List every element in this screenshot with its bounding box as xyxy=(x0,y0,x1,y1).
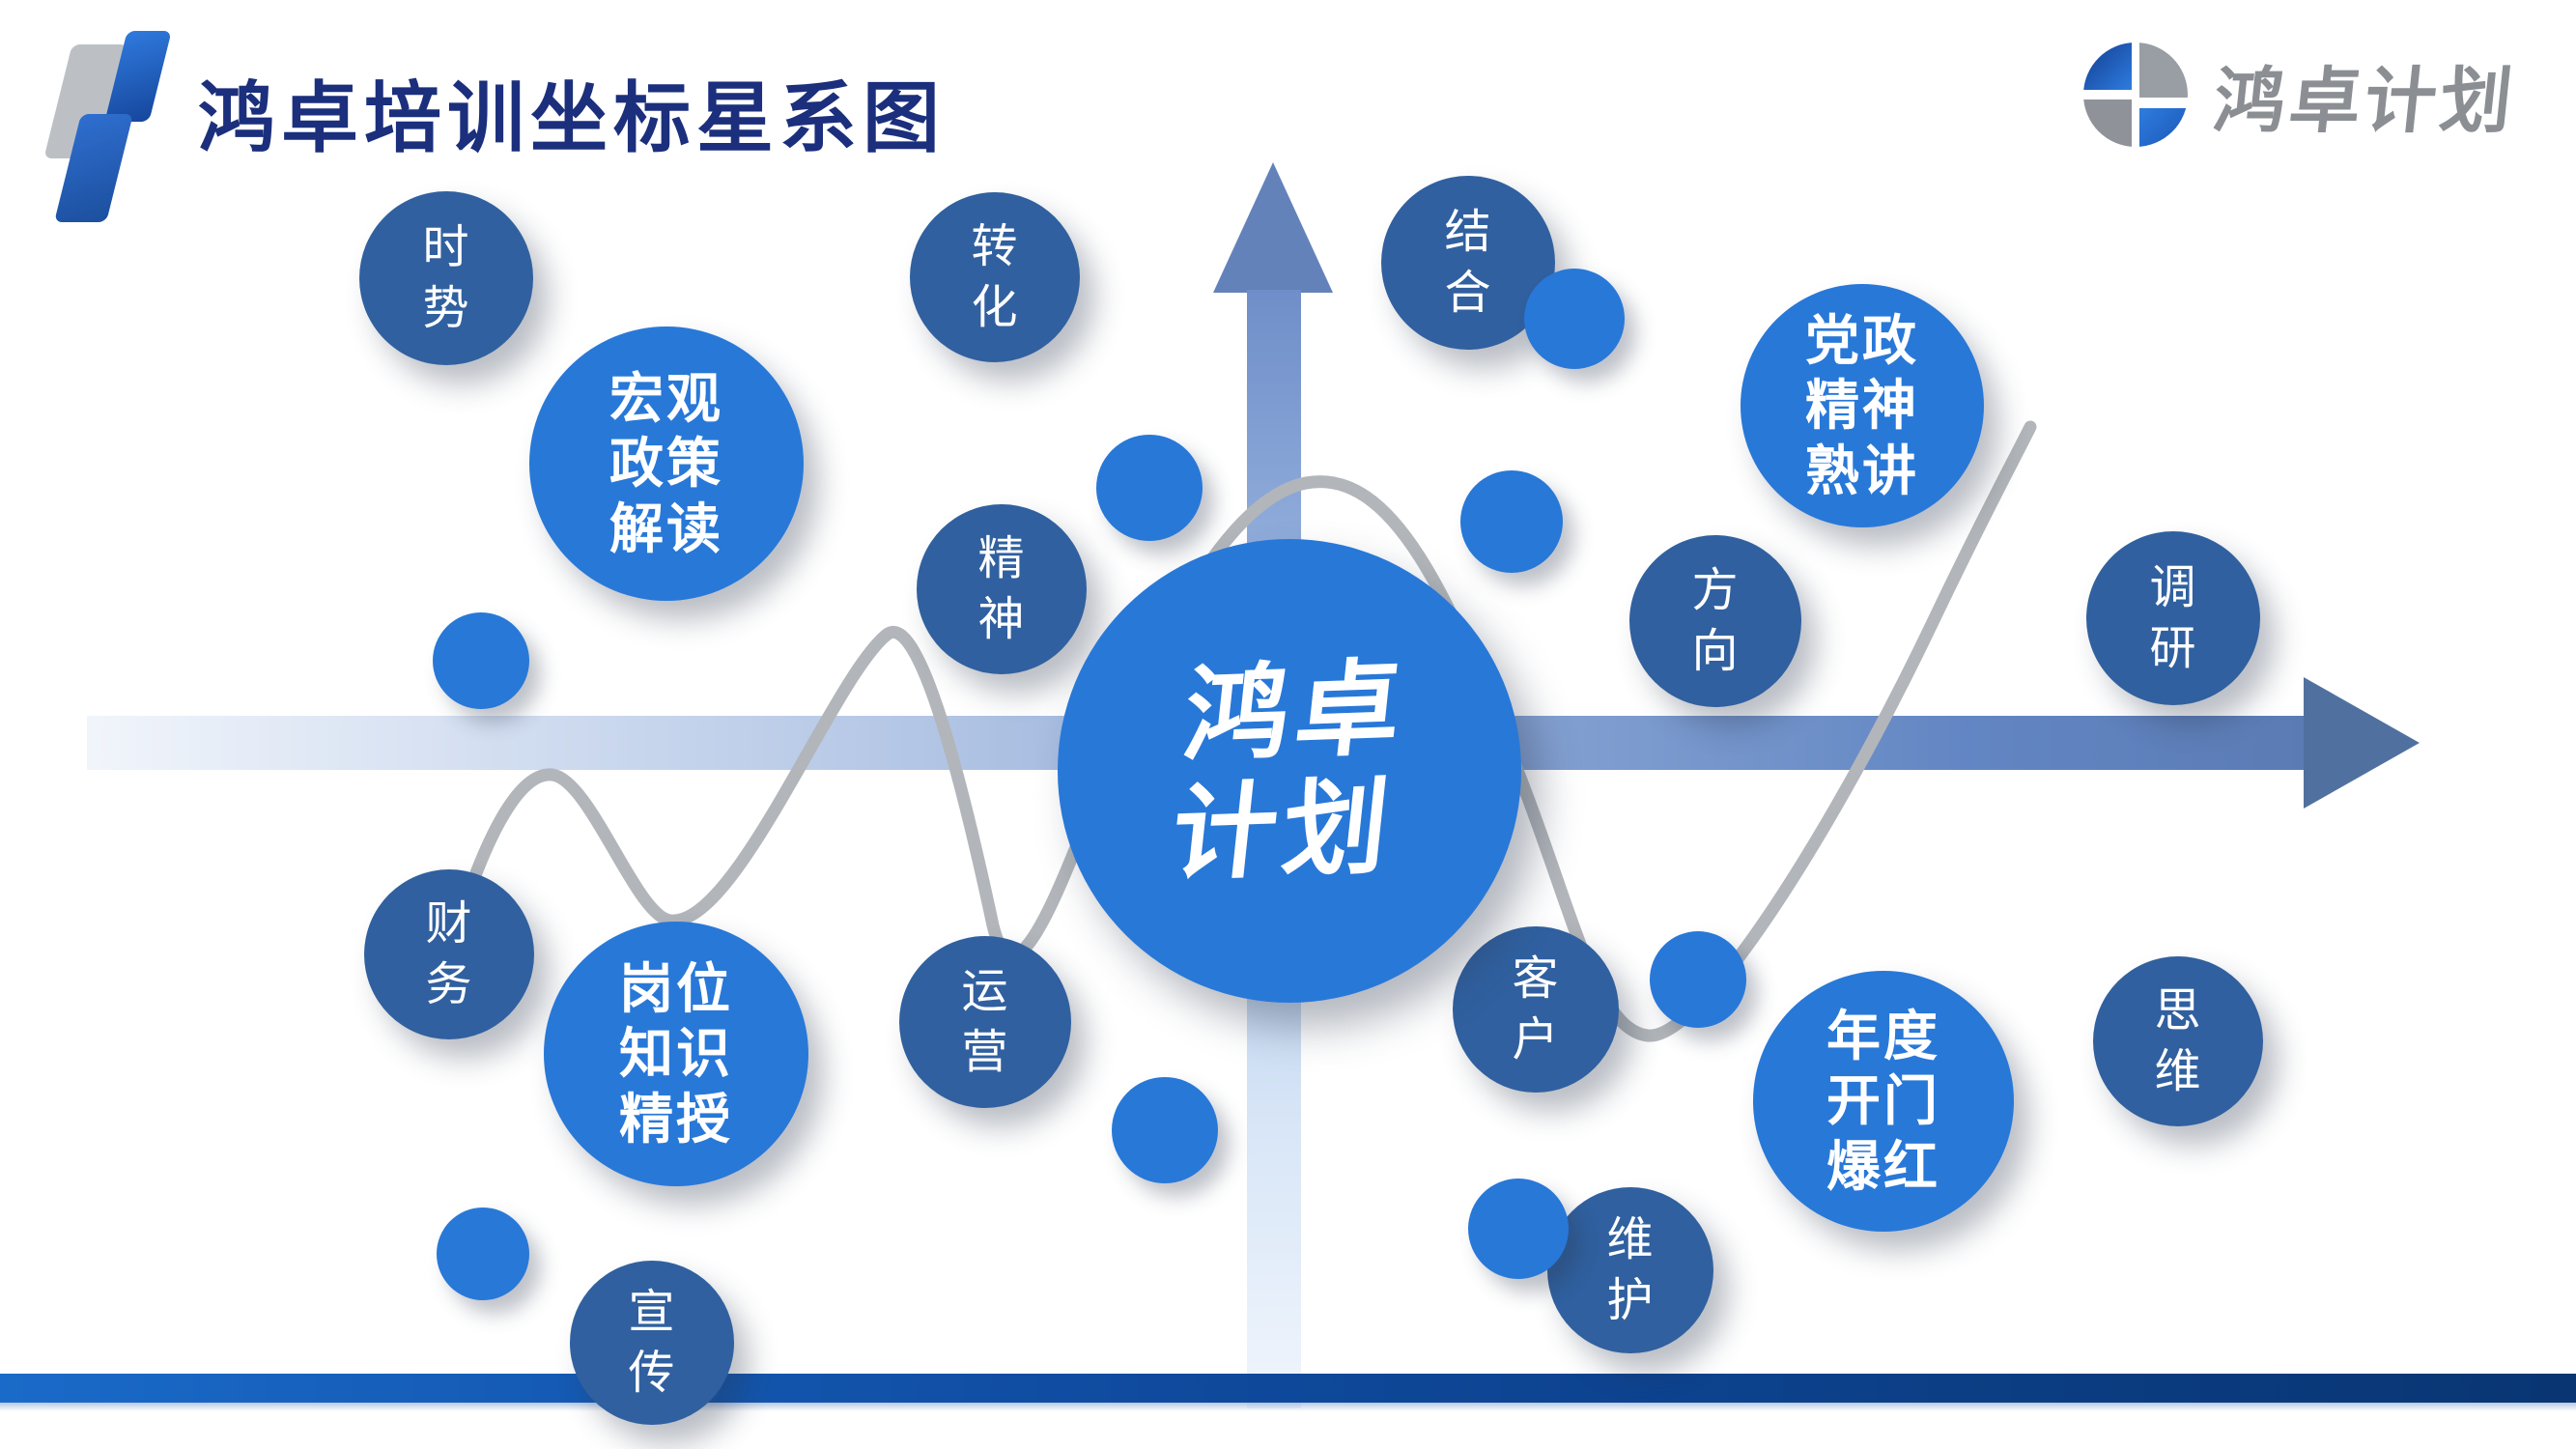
satellite-label-zhuanhua: 转化 xyxy=(971,220,1019,333)
brand-logo-text: 鸿卓计划 xyxy=(2210,60,2520,141)
center-label: 鸿卓计划 xyxy=(1166,648,1413,893)
satellite-circle-fangxiang: 方向 xyxy=(1629,535,1801,707)
decor-dot xyxy=(437,1208,529,1300)
decor-dot xyxy=(1460,470,1563,573)
satellite-label-yunying: 运营 xyxy=(961,965,1009,1078)
center-circle-hongzhuo-jihua: 鸿卓计划 xyxy=(1058,539,1521,1003)
satellite-circle-yunying: 运营 xyxy=(899,936,1071,1108)
brand-logo: 鸿卓计划 xyxy=(2083,43,2520,147)
logo-quadrant-bottom-right xyxy=(2139,108,2188,147)
feature-label-niandu-kaimen-baohong: 年度开门爆红 xyxy=(1826,1006,1940,1197)
satellite-circle-caiwu: 财务 xyxy=(364,869,534,1039)
feature-circle-dangzheng-jingshen-shujiang: 党政精神熟讲 xyxy=(1741,284,1984,527)
satellite-label-diaoyan: 调研 xyxy=(2149,561,2197,674)
satellite-label-shishi: 时势 xyxy=(422,221,470,334)
y-axis-arrowhead-icon xyxy=(1213,162,1333,293)
feature-label-hongguan-zhengce-jiedu: 宏观政策解读 xyxy=(609,368,723,559)
logo-quadrant-top-right xyxy=(2139,43,2188,99)
satellite-label-kehu: 客户 xyxy=(1512,952,1560,1065)
satellite-circle-shishi: 时势 xyxy=(359,191,533,365)
feature-label-dangzheng-jingshen-shujiang: 党政精神熟讲 xyxy=(1805,310,1919,501)
feature-circle-hongguan-zhengce-jiedu: 宏观政策解读 xyxy=(529,327,804,601)
feature-circle-gangwei-zhishi-jingshou: 岗位知识精授 xyxy=(544,922,808,1186)
logo-quadrant-bottom-left xyxy=(2083,99,2132,147)
satellite-label-jiehe: 结合 xyxy=(1444,206,1492,319)
header-logo-mark xyxy=(37,21,201,222)
feature-label-gangwei-zhishi-jingshou: 岗位知识精授 xyxy=(619,958,733,1150)
satellite-label-xuanchuan: 宣传 xyxy=(628,1286,676,1399)
feature-circle-niandu-kaimen-baohong: 年度开门爆红 xyxy=(1753,971,2014,1232)
decor-dot xyxy=(1096,435,1203,541)
satellite-circle-xuanchuan: 宣传 xyxy=(570,1261,734,1425)
page-title: 鸿卓培训坐标星系图 xyxy=(198,75,946,161)
decor-dot xyxy=(1112,1077,1218,1183)
logo-quadrant-top-left xyxy=(2083,43,2132,90)
satellite-circle-diaoyan: 调研 xyxy=(2086,531,2260,705)
bottom-accent-bar xyxy=(0,1374,2576,1411)
satellite-label-weihu: 维护 xyxy=(1606,1213,1655,1326)
satellite-circle-siwei: 思维 xyxy=(2093,956,2263,1126)
satellite-label-siwei: 思维 xyxy=(2154,984,2202,1097)
decor-dot xyxy=(1468,1179,1569,1279)
satellite-circle-kehu: 客户 xyxy=(1453,926,1619,1093)
satellite-label-caiwu: 财务 xyxy=(425,897,473,1010)
brand-logo-icon xyxy=(2083,43,2188,147)
satellite-circle-weihu: 维护 xyxy=(1547,1187,1713,1353)
decor-dot xyxy=(1650,931,1746,1028)
satellite-label-fangxiang: 方向 xyxy=(1691,564,1740,677)
satellite-label-jingshen: 精神 xyxy=(977,532,1026,645)
decor-dot xyxy=(1524,269,1625,369)
satellite-circle-zhuanhua: 转化 xyxy=(910,192,1080,362)
decor-dot xyxy=(433,612,529,709)
x-axis-arrowhead-icon xyxy=(2304,677,2420,809)
satellite-circle-jingshen: 精神 xyxy=(917,504,1087,674)
